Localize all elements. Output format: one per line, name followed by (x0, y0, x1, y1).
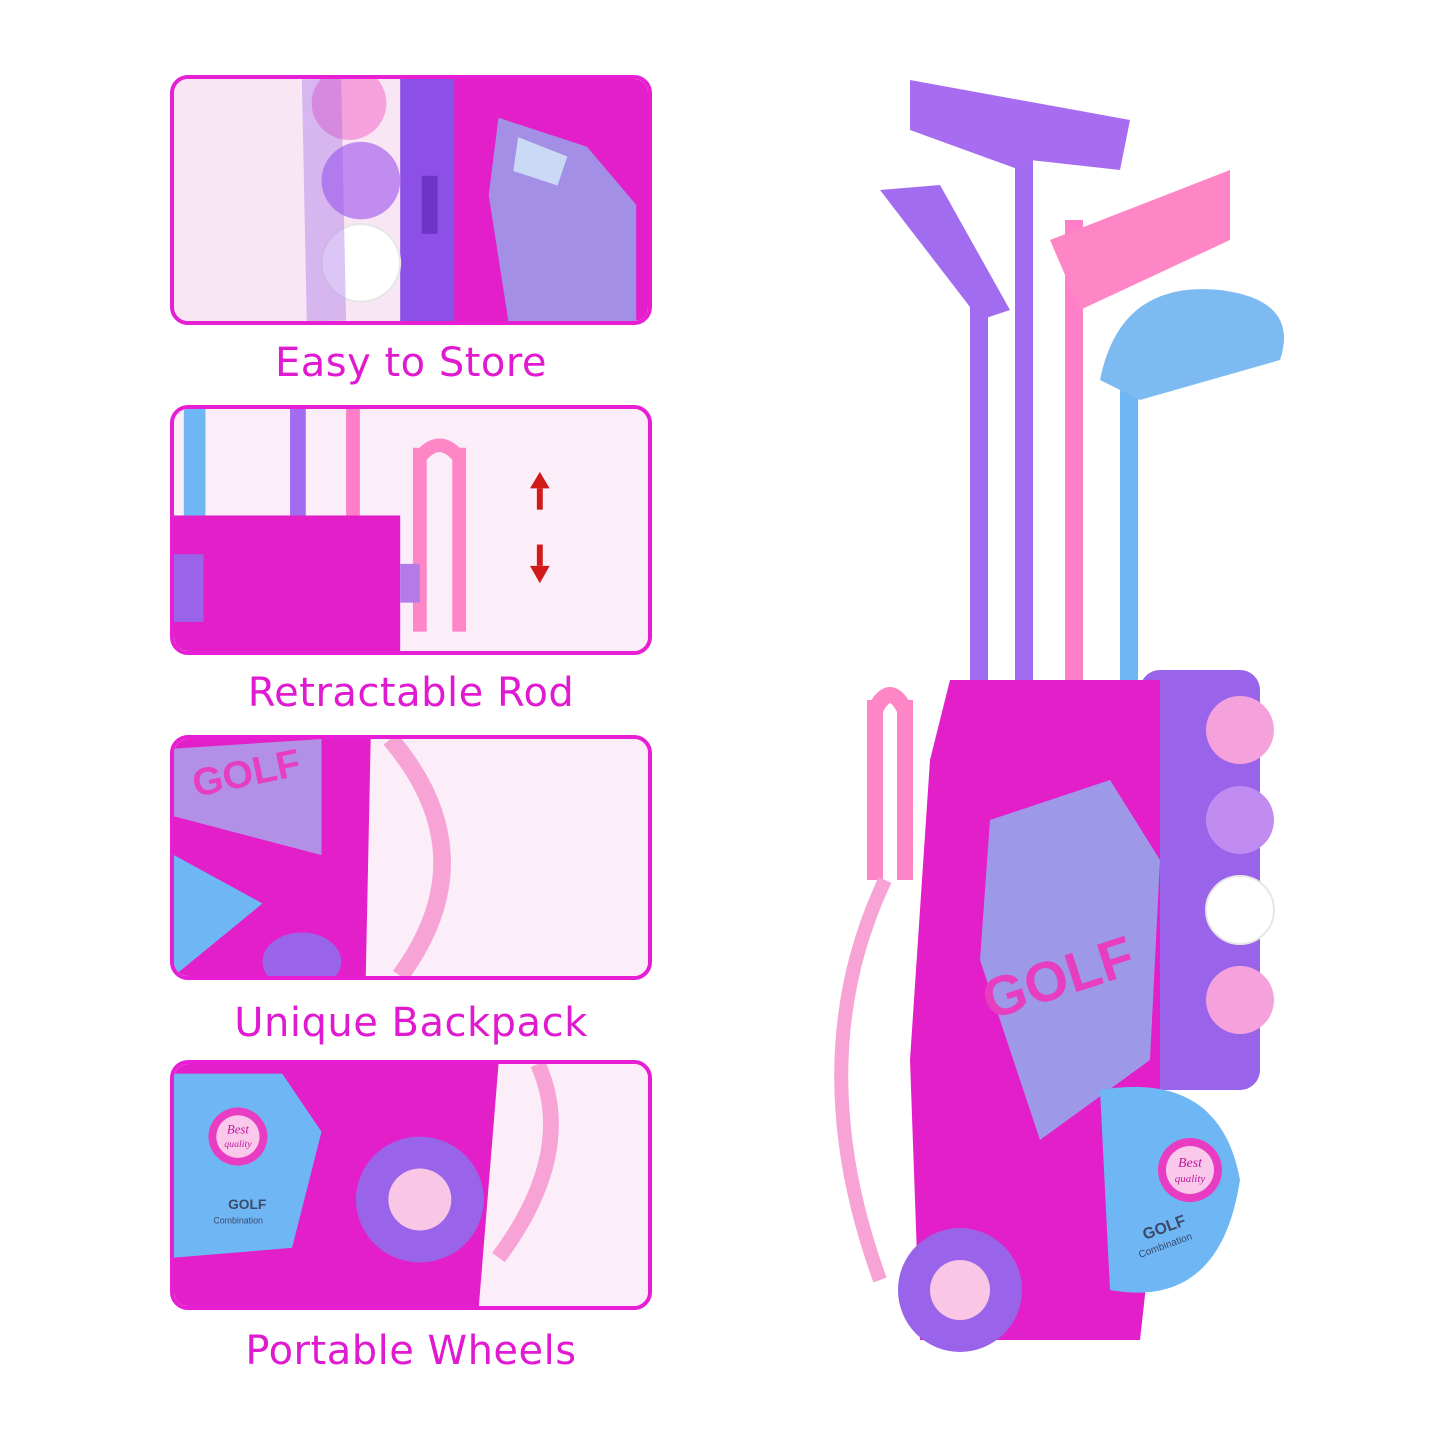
feature-panel-store (170, 75, 652, 325)
up-down-arrows-icon (529, 471, 550, 584)
caption-easy-to-store: Easy to Store (274, 340, 548, 386)
retractable-rod-closeup (174, 409, 648, 651)
golf-bag-product-illustration: GOLF Best quality GOLF Combination (834, 80, 1284, 1352)
caption-retractable-rod: Retractable Rod (247, 670, 575, 716)
wheel-icon (355, 1136, 484, 1263)
caption-portable-wheels: Portable Wheels (245, 1328, 577, 1374)
wheels-closeup: Best quality GOLF Combination (174, 1064, 648, 1306)
main-badge-best: Best (1178, 1156, 1203, 1171)
sticker-golf: GOLF (228, 1197, 266, 1212)
caption-unique-backpack: Unique Backpack (234, 1000, 588, 1046)
main-wheel-icon (898, 1228, 1022, 1352)
feature-panel-backpack: GOLF (170, 735, 652, 980)
badge-quality: quality (224, 1139, 252, 1150)
sticker-combination: Combination (213, 1216, 263, 1226)
main-badge-quality: quality (1175, 1173, 1206, 1185)
backpack-strap-closeup: GOLF (174, 739, 648, 976)
feature-panel-rod (170, 405, 652, 655)
golf-clubs (880, 80, 1284, 760)
feature-panel-wheels: Best quality GOLF Combination (170, 1060, 652, 1310)
ball-holder-closeup (174, 79, 648, 321)
badge-best: Best (227, 1123, 249, 1137)
